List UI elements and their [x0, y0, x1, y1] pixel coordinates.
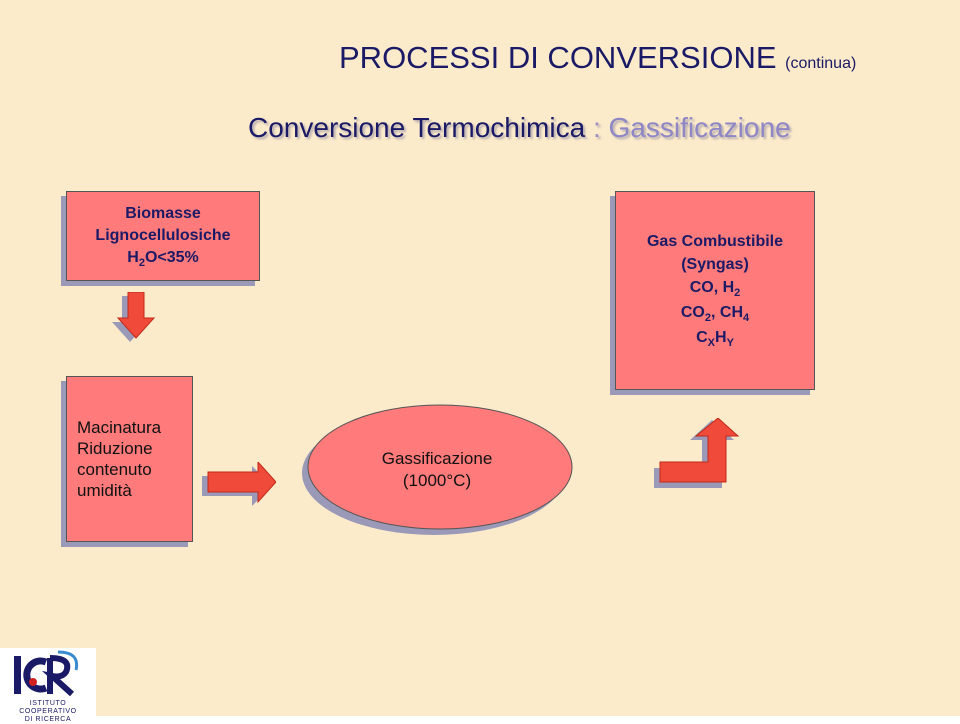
title-main-text: PROCESSI DI CONVERSIONE	[339, 40, 777, 75]
gas-h: H	[715, 329, 727, 346]
gas-line5: CXHY	[696, 326, 734, 351]
page-title: PROCESSI DI CONVERSIONE (continua)	[339, 40, 856, 76]
biomasse-line3: H2O<35%	[127, 247, 199, 270]
biomasse-line1: Biomasse	[125, 204, 201, 222]
gas-h-sub: 2	[734, 287, 741, 299]
title-continua: (continua)	[785, 55, 857, 72]
icr-logo-text: ISTITUTO COOPERATIVO DI RICERCA	[2, 700, 94, 724]
gas-line4: CO2, CH4	[681, 301, 749, 326]
down-arrow-icon	[112, 292, 156, 342]
gas-co-sub: 2	[704, 312, 711, 324]
biomasse-sub: 2	[138, 256, 145, 269]
biomasse-h: H	[127, 248, 139, 266]
mac-line4: umidità	[77, 481, 132, 500]
biomasse-box: Biomasse Lignocellulosiche H2O<35%	[66, 191, 260, 281]
macinatura-box: Macinatura Riduzione contenuto umidità	[66, 376, 193, 542]
gas-h2-sub: Y	[726, 337, 734, 349]
ellipse-line2: (1000°C)	[402, 471, 472, 490]
gas-co-h: CO, H	[689, 279, 735, 296]
gas-ch: , CH	[711, 304, 743, 321]
ellipse-line1: Gassificazione	[381, 449, 493, 468]
slide-subtitle: Conversione Termochimica : Gassificazion…	[248, 112, 791, 144]
subtitle-part1: Conversione Termochimica	[248, 112, 586, 143]
subtitle-separator: :	[592, 112, 601, 143]
bent-up-arrow-icon	[654, 418, 740, 488]
gas-combustibile-box: Gas Combustibile (Syngas) CO, H2 CO2, CH…	[615, 191, 815, 390]
ellipse-shape	[302, 404, 573, 535]
logo-line1: ISTITUTO COOPERATIVO	[19, 700, 77, 715]
icr-logo-mark	[14, 650, 79, 697]
gas-line3: CO, H2	[690, 276, 741, 301]
gas-line2: (Syngas)	[681, 256, 749, 273]
gas-co: CO	[680, 304, 705, 321]
right-arrow-icon	[202, 462, 276, 506]
logo-line2: DI RICERCA	[24, 716, 72, 723]
icr-logo: ISTITUTO COOPERATIVO DI RICERCA	[0, 648, 96, 723]
biomasse-rest: O<35%	[144, 248, 199, 266]
ellipse-text: Gassificazione (1000°C)	[299, 401, 575, 539]
gassificazione-ellipse: Gassificazione (1000°C)	[299, 401, 575, 539]
mac-line3: contenuto	[77, 460, 152, 479]
mac-line2: Riduzione	[77, 439, 153, 458]
gas-c: C	[696, 329, 708, 346]
mac-line1: Macinatura	[77, 418, 162, 437]
biomasse-line2: Lignocellulosiche	[95, 226, 231, 244]
gas-line1: Gas Combustibile	[646, 233, 784, 250]
gas-ch-sub: 4	[743, 312, 750, 324]
gas-c-sub: X	[707, 337, 715, 349]
subtitle-part2: Gassificazione	[608, 112, 791, 143]
